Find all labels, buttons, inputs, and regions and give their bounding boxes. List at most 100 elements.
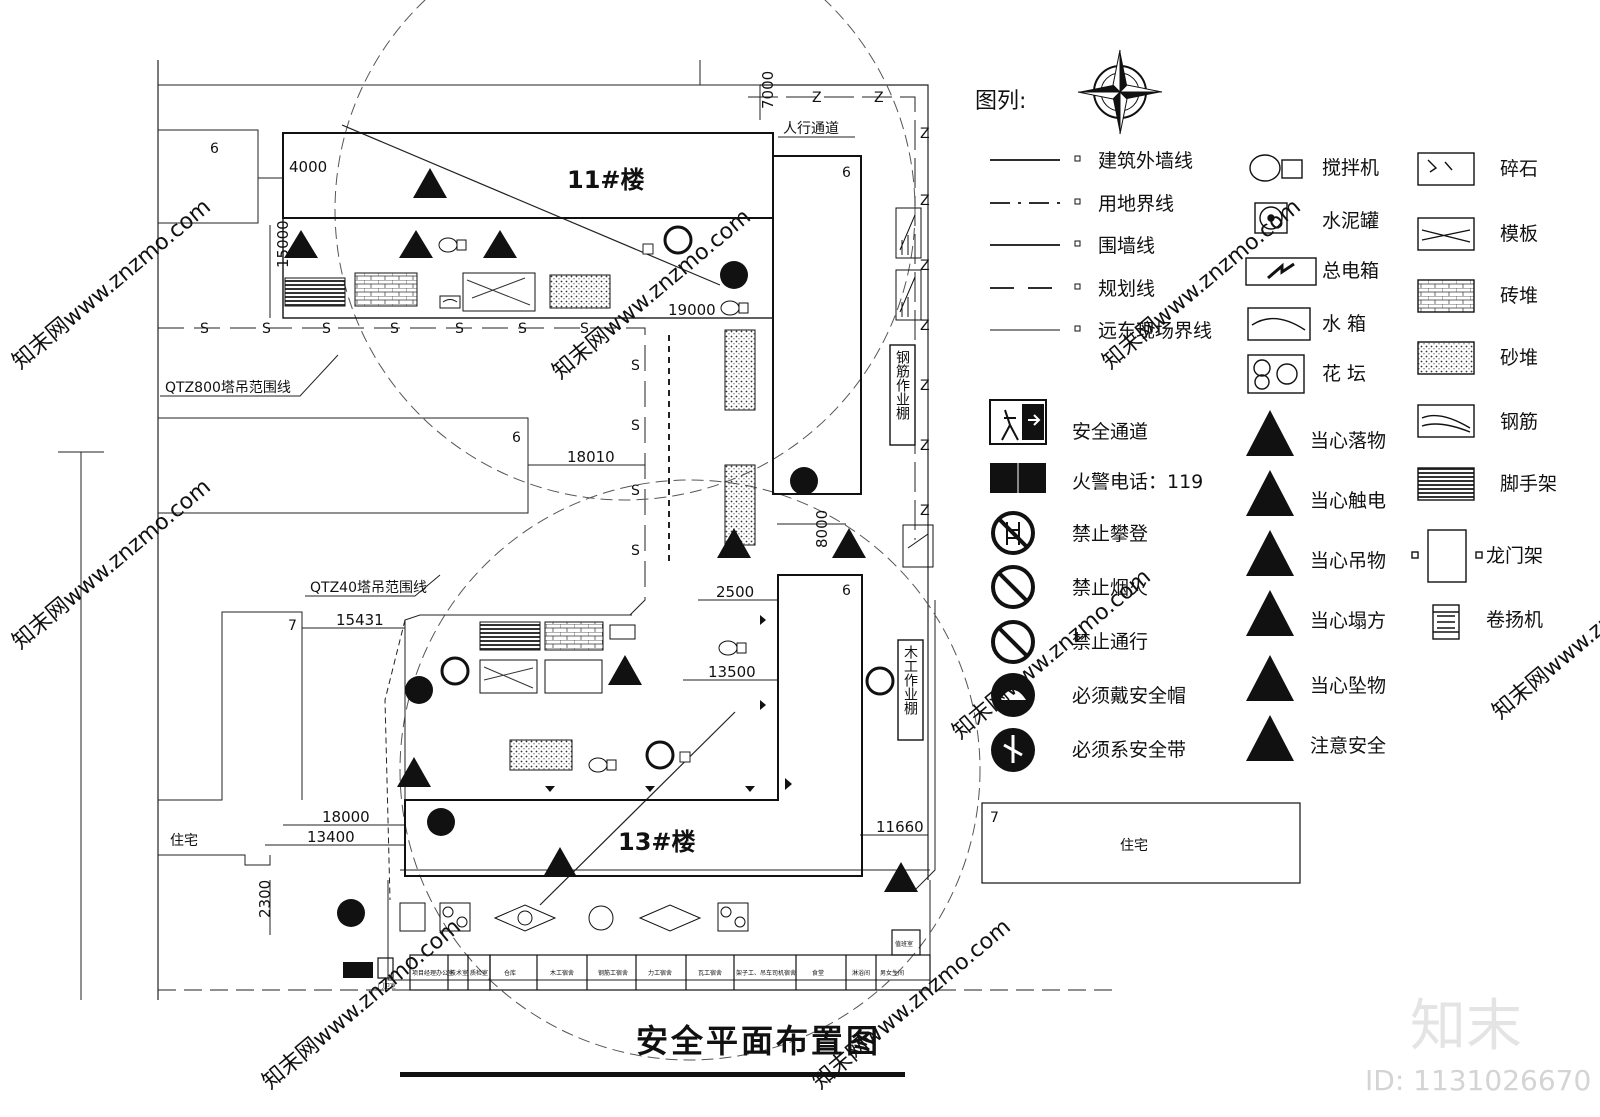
yard-13 [404,614,632,800]
building-13 [404,574,863,877]
crane-800-leader [160,354,339,397]
building-num: 6 [842,583,851,599]
rebar-shed [889,344,916,446]
legend-sign-label: 禁止攀登 [1072,523,1148,545]
watermark-site: 知末网www.znzmo.com [8,474,216,654]
s-mark: S [455,321,464,337]
dim-19000: 19000 [668,301,716,319]
building-num: 6 [210,141,219,157]
dim-18000: 18000 [322,808,370,826]
yard-11-materials [284,272,611,312]
flower-beds [439,902,749,932]
office-label: 食堂 [812,969,824,977]
crane-40-leader [305,574,441,597]
neighbor-7 [158,611,303,801]
z-mark: Z [812,90,822,106]
legend-line-label: 远东现场界线 [1098,320,1212,342]
legend-material-label: 龙门架 [1486,545,1543,567]
watermark-site: 知末网www.znzmo.com [258,914,466,1094]
legend-material-label: 模板 [1500,223,1538,245]
dim-15000: 15000 [274,220,292,268]
legend-material-label: 钢筋 [1500,411,1538,433]
crane-800-range [334,0,916,501]
crane-800-jib [341,124,721,286]
dim-2500: 2500 [716,583,754,601]
residence-box-right [981,802,1301,884]
legend-sign-label: 安全通道 [1072,421,1148,443]
legend-lines [990,159,1060,331]
rebar-shed-label: 钢筋作业棚 [894,350,910,420]
office-labels: 项目经理办公室 技术室 质检室 仓库 木工宿舍 钢筋工宿舍 力工宿舍 瓦工宿舍 … [378,940,913,990]
z-mark: Z [920,258,930,274]
legend-sign-label: 禁止烟火 [1072,577,1148,599]
legend-sign-icons [989,399,1047,772]
s-mark: S [322,321,331,337]
z-mark: Z [920,378,930,394]
legend-warning-label: 当心触电 [1310,490,1386,512]
plan-warning-signs [284,168,918,892]
exit-sign [343,962,373,978]
drawing-title: 安全平面布置图 [636,1022,881,1060]
legend-sign-label: 必须系安全带 [1072,739,1186,761]
crane-800-label: QTZ800塔吊范围线 [165,379,291,396]
legend-warning-label: 当心塌方 [1310,610,1386,632]
office-label: 瓦工宿舍 [698,969,722,977]
gate-room-label: 门卫室 [378,982,396,990]
legend-warning-label: 当心吊物 [1310,550,1386,572]
wood-shed-label: 木工作业棚 [902,645,918,715]
s-mark: S [200,321,209,337]
dim-11660: 11660 [876,818,924,836]
dim-18010: 18010 [567,448,615,466]
crane-800-base [642,243,654,255]
gantry-frames [895,207,934,568]
building-num: 6 [512,430,521,446]
compass-icon [1077,49,1163,135]
water-line-s [158,327,646,616]
office-label: 淋浴间 [852,969,870,977]
legend-line-label: 用地界线 [1098,193,1174,215]
office-label: 男女生间 [880,969,904,977]
office-label: 仓库 [504,969,516,977]
dim-13400: 13400 [307,828,355,846]
offices-row [377,929,931,991]
watermark-site: 知末网www.znzmo.com [1488,544,1600,724]
s-mark: S [390,321,399,337]
office-label: 质检室 [470,969,488,977]
building-13-label: 13#楼 [618,828,696,856]
dim-4000: 4000 [289,158,327,176]
residence-left-label: 住宅 [170,833,198,849]
neighbor-residence [158,854,271,866]
dim-13500: 13500 [708,663,756,681]
plan-markers [545,615,792,792]
grid-axis [58,451,104,1000]
legend-equipment-label: 水泥罐 [1322,210,1379,232]
watermark-site: 知末网www.znzmo.com [948,564,1156,744]
legend-title: 图列: [975,89,1026,114]
safety-passage-sign [399,902,426,932]
s-mark: S [631,483,640,499]
s-marks: S S S S S S S S S S S [200,321,640,559]
legend-equipment-label: 搅拌机 [1322,157,1379,179]
yard-13-materials [479,329,756,771]
office-label: 钢筋工宿舍 [598,969,628,977]
legend-warning-icons [1246,410,1294,761]
legend-sign-labels: 安全通道 火警电话：119 禁止攀登 禁止烟火 禁止通行 必须戴安全帽 必须系安… [1072,421,1203,761]
watermark-site: 知末网www.znzmo.com [8,194,216,374]
office-label: 木工宿舍 [550,969,574,977]
office-label: 架子工、吊车司机宿舍 [736,969,796,977]
legend-material-icons [1411,152,1483,640]
legend-line-label: 规划线 [1098,278,1155,300]
office-label: 技术室 [450,969,468,977]
s-mark: S [580,321,589,337]
legend-material-label: 砖堆 [1500,285,1538,307]
building-11: 11#楼 [282,132,774,219]
legend-sign-label: 禁止通行 [1072,631,1148,653]
crane-40-range [399,479,981,1061]
dimensions [257,170,928,935]
legend-warning-labels: 当心落物 当心触电 当心吊物 当心塌方 当心坠物 注意安全 [1310,430,1386,757]
dim-2300: 2300 [256,880,274,918]
wood-shed [897,639,924,741]
z-marks: Z Z Z Z Z Z Z Z Z [812,90,930,519]
